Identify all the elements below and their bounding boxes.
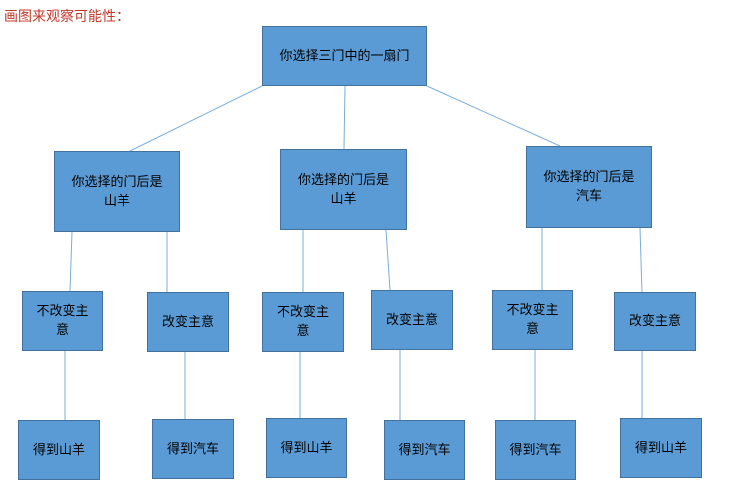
switch-node-3: 改变主意	[614, 292, 696, 351]
keep-node-2-label: 不改变主意	[276, 305, 329, 339]
connector-root-branch-1	[129, 85, 263, 152]
diagram-heading: 画图来观察可能性：	[4, 9, 130, 25]
branch-node-3: 你选择的门后是汽车	[526, 146, 652, 228]
result-node-1: 得到山羊	[18, 420, 100, 480]
result-node-6-label: 得到山羊	[634, 440, 687, 456]
result-node-3-label: 得到山羊	[280, 440, 333, 456]
switch-node-2-label: 改变主意	[385, 312, 438, 328]
keep-node-3-label: 不改变主意	[506, 303, 559, 337]
keep-node-2: 不改变主意	[262, 292, 344, 352]
connector-branch-3-switch	[639, 227, 643, 293]
result-node-4-label: 得到汽车	[398, 442, 451, 458]
switch-node-3-label: 改变主意	[628, 314, 681, 329]
branch-node-1-label: 你选择的门后是山羊	[71, 174, 163, 209]
switch-node-1-label: 改变主意	[161, 314, 214, 330]
root-node: 你选择三门中的一扇门	[262, 26, 427, 86]
branch-node-1: 你选择的门后是山羊	[54, 151, 180, 232]
switch-node-2: 改变主意	[371, 290, 453, 350]
result-node-6: 得到山羊	[620, 418, 702, 478]
keep-node-1-label: 不改变主意	[36, 304, 89, 338]
connector-branch-2-switch	[385, 229, 391, 291]
branch-node-2-label: 你选择的门后是山羊	[297, 172, 389, 207]
result-node-2: 得到汽车	[152, 419, 234, 479]
result-node-2-label: 得到汽车	[166, 441, 219, 457]
root-node-label: 你选择三门中的一扇门	[279, 48, 410, 64]
result-node-3: 得到山羊	[266, 418, 347, 478]
result-node-4: 得到汽车	[384, 420, 465, 480]
result-node-5: 得到汽车	[495, 420, 576, 480]
connector-branch-1-keep	[69, 231, 73, 292]
connector-root-branch-3	[426, 85, 561, 147]
result-node-5-label: 得到汽车	[509, 442, 562, 458]
connector-root-branch-2	[343, 85, 346, 150]
branch-node-2: 你选择的门后是山羊	[280, 149, 407, 230]
branch-node-3-label: 你选择的门后是汽车	[543, 170, 635, 204]
keep-node-3: 不改变主意	[492, 290, 573, 350]
switch-node-1: 改变主意	[147, 292, 229, 352]
result-node-1-label: 得到山羊	[32, 442, 85, 458]
keep-node-1: 不改变主意	[22, 291, 103, 351]
